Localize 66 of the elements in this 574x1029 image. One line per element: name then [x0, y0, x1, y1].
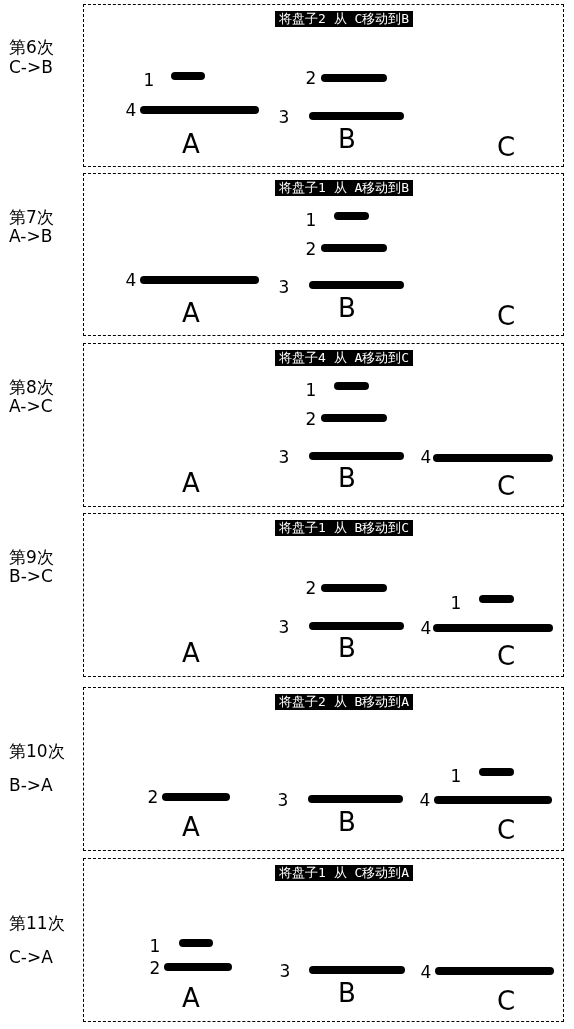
- disk-number: 1: [143, 70, 155, 90]
- peg-label: A: [182, 129, 200, 159]
- peg-label: A: [182, 298, 200, 328]
- peg-label: B: [338, 293, 356, 323]
- disk-number: 2: [147, 787, 159, 807]
- instruction-text: 将盘子1 从 C移动到A: [275, 865, 414, 881]
- step-panel: [83, 4, 564, 167]
- instruction-text: 将盘子2 从 B移动到A: [275, 694, 414, 710]
- disk-number: 4: [420, 447, 432, 467]
- peg-label: C: [496, 986, 516, 1016]
- peg-label: A: [182, 638, 200, 668]
- peg-label: B: [338, 463, 356, 493]
- disk-number: 1: [450, 766, 462, 786]
- step-number: 第10次: [9, 741, 65, 761]
- disk-number: 2: [305, 68, 317, 88]
- move-label: C->B: [9, 57, 53, 77]
- disk-number: 4: [420, 618, 432, 638]
- step-panel: [83, 343, 564, 507]
- disk-number: 3: [278, 277, 290, 297]
- disk-number: 3: [278, 447, 290, 467]
- disk-number: 4: [419, 790, 431, 810]
- disk-number: 1: [305, 210, 317, 230]
- move-label: B->A: [9, 775, 53, 795]
- step-number: 第9次: [9, 547, 54, 567]
- peg-label: C: [496, 815, 516, 845]
- step-panel: [83, 513, 564, 677]
- disk-number: 1: [450, 593, 462, 613]
- disk-number: 3: [277, 790, 289, 810]
- instruction-text: 将盘子2 从 C移动到B: [275, 11, 414, 27]
- disk-number: 3: [278, 617, 290, 637]
- move-label: A->C: [9, 396, 53, 416]
- instruction-text: 将盘子1 从 A移动到B: [275, 180, 414, 196]
- step-panel: [83, 858, 564, 1022]
- disk-number: 1: [149, 936, 161, 956]
- peg-label: C: [496, 301, 516, 331]
- peg-label: C: [496, 641, 516, 671]
- step-number: 第8次: [9, 377, 54, 397]
- disk-number: 3: [278, 107, 290, 127]
- disk-number: 2: [305, 578, 317, 598]
- peg-label: C: [496, 132, 516, 162]
- step-number: 第7次: [9, 207, 54, 227]
- disk-number: 3: [279, 961, 291, 981]
- move-label: C->A: [9, 947, 53, 967]
- peg-label: B: [338, 633, 356, 663]
- step-panel: [83, 687, 564, 851]
- move-label: A->B: [9, 226, 53, 246]
- step-number: 第6次: [9, 37, 54, 57]
- disk-number: 2: [305, 239, 317, 259]
- peg-label: B: [338, 978, 356, 1008]
- peg-label: A: [182, 468, 200, 498]
- disk-number: 4: [125, 270, 137, 290]
- disk-number: 1: [305, 380, 317, 400]
- peg-label: B: [338, 124, 356, 154]
- peg-label: A: [182, 983, 200, 1013]
- disk-number: 4: [125, 100, 137, 120]
- peg-label: C: [496, 471, 516, 501]
- disk-number: 2: [305, 409, 317, 429]
- disk-number: 4: [420, 962, 432, 982]
- step-number: 第11次: [9, 913, 65, 933]
- move-label: B->C: [9, 566, 53, 586]
- peg-label: A: [182, 812, 200, 842]
- peg-label: B: [338, 807, 356, 837]
- instruction-text: 将盘子1 从 B移动到C: [275, 520, 414, 536]
- instruction-text: 将盘子4 从 A移动到C: [275, 350, 414, 366]
- step-panel: [83, 173, 564, 336]
- disk-number: 2: [149, 958, 161, 978]
